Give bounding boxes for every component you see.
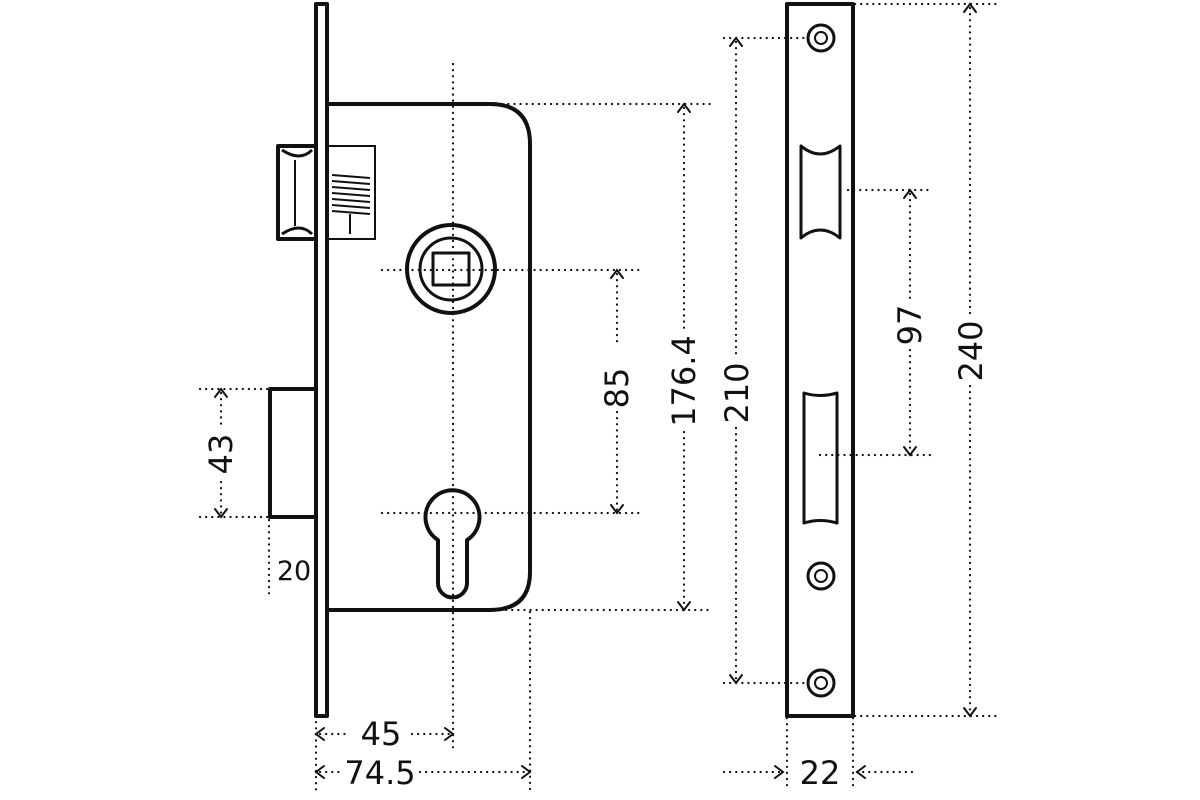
dim-strike-spacing: 97 (891, 305, 929, 346)
dim-faceplate-to-center: 45 (361, 715, 402, 753)
faceplate-front (785, 2, 855, 718)
dim-bolt-height: 43 (202, 434, 240, 475)
faceplate-side (314, 2, 329, 718)
dim-screw-spacing: 210 (718, 362, 756, 423)
lock-side-view (198, 2, 712, 792)
screw-hole-middle (806, 561, 836, 591)
bolt-opening (802, 391, 839, 525)
dim-center-distance: 85 (598, 368, 636, 409)
latch-opening (799, 144, 842, 240)
handle-follower (405, 223, 497, 315)
dim-faceplate-width: 22 (800, 754, 841, 792)
latch-bolt (276, 144, 376, 241)
dim-case-height: 176.4 (665, 335, 703, 427)
lock-case (327, 102, 532, 612)
dim-faceplate-length: 240 (952, 320, 990, 381)
screw-hole-bottom (806, 668, 836, 698)
faceplate-front-view (722, 2, 1002, 792)
dim-bolt-throw: 20 (277, 556, 311, 587)
dim-body-depth: 74.5 (344, 754, 415, 792)
dead-bolt (268, 387, 318, 519)
latch-spring (331, 174, 371, 234)
screw-hole-top (806, 23, 836, 53)
cylinder-hole (423, 488, 482, 600)
